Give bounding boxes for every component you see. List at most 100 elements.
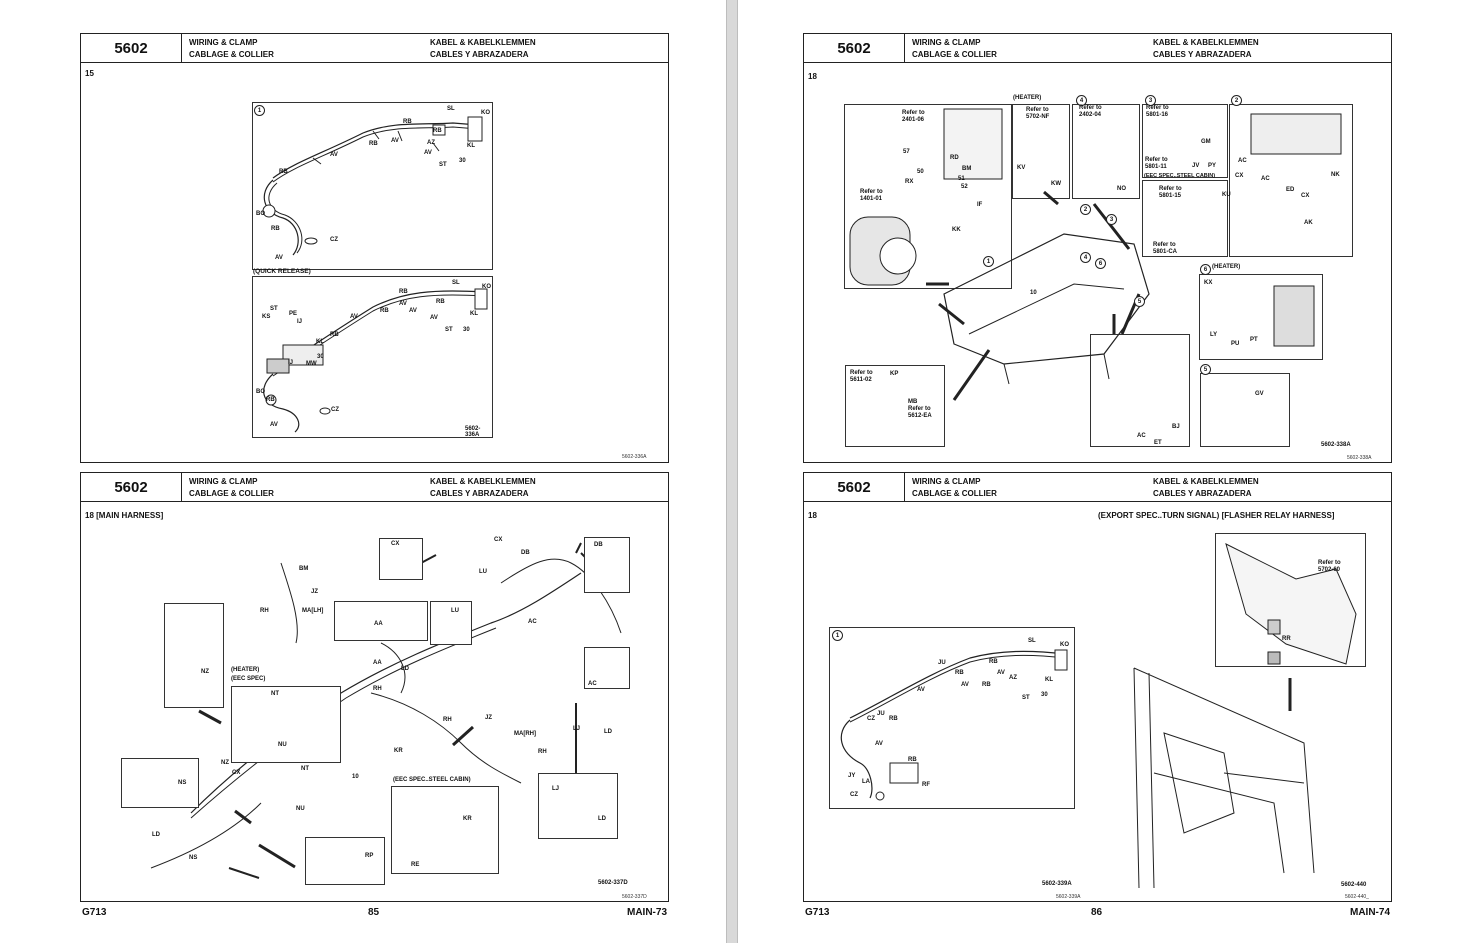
drawing-code: 5602-338A xyxy=(1321,442,1351,448)
detail-aa xyxy=(334,601,428,641)
detail-nz xyxy=(164,603,224,708)
section-number: 5602 xyxy=(804,473,905,501)
label: LJ xyxy=(552,786,560,792)
label: AV xyxy=(875,741,883,747)
label: KL xyxy=(1045,677,1053,683)
section-number: 5602 xyxy=(804,34,905,62)
label: MW xyxy=(306,361,317,367)
label: AV xyxy=(997,670,1005,676)
drawing-code-small: 5602-336A xyxy=(622,454,647,460)
label: KO xyxy=(482,284,491,290)
label: KK xyxy=(952,227,961,233)
label: NT xyxy=(301,766,309,772)
figure-number: 18 xyxy=(808,72,817,81)
label: RB xyxy=(982,682,991,688)
label: KX xyxy=(1204,280,1213,286)
ref-5611-02: Refer to 5611-02 xyxy=(850,370,873,383)
ref-5612-ea: Refer to 5612-EA xyxy=(908,406,932,419)
label: NS xyxy=(178,780,187,786)
label: NU xyxy=(278,742,287,748)
chassis-drawing xyxy=(849,108,1342,401)
label: KW xyxy=(1051,181,1061,187)
callout-4-box: 4 xyxy=(1076,95,1087,106)
label: KS xyxy=(262,314,271,320)
flasher-harness-box: 1 SL KO JU RB AV RB AV RB AZ KL ST 30 AV… xyxy=(829,627,1075,809)
label: JY xyxy=(848,773,856,779)
label: PY xyxy=(1208,163,1217,169)
label: 50 xyxy=(917,169,924,175)
callout-5: 5 xyxy=(1134,296,1145,307)
callout-1: 1 xyxy=(983,256,994,267)
label: NS xyxy=(189,855,198,861)
label: NZ xyxy=(201,669,209,675)
flasher-relay-box: Refer to 5702-60 RR xyxy=(1215,533,1366,667)
label: AV xyxy=(275,255,283,261)
label: ED xyxy=(1286,187,1295,193)
label: PU xyxy=(1231,341,1240,347)
label: BM xyxy=(962,166,972,172)
heater-eec-caption: (HEATER) (EEC SPEC) xyxy=(231,667,266,682)
label: KR xyxy=(394,748,403,754)
label: LA xyxy=(862,779,870,785)
label: AZ xyxy=(427,140,435,146)
label: CX xyxy=(1235,173,1244,179)
label: AC xyxy=(1238,158,1247,164)
drawing-code-2-small: 5602-440_ xyxy=(1345,894,1369,900)
label: KV xyxy=(1017,165,1026,171)
figure-title: (EXPORT SPEC..TURN SIGNAL) [FLASHER RELA… xyxy=(1098,511,1335,520)
label: AZ xyxy=(1009,675,1017,681)
footer-right-page: 86 xyxy=(1091,907,1103,918)
ref-5801-16: Refer to 5801-16 xyxy=(1146,105,1169,118)
label: BO xyxy=(256,211,265,217)
harness-drawing-quick-release xyxy=(263,288,488,433)
detail-heater-relay xyxy=(1012,104,1070,199)
detail-ac xyxy=(584,647,630,689)
label: RB xyxy=(266,397,275,403)
quick-release-diagram-box: SL KO RB AV RB AV RB AV KL ST 30 ST KS P… xyxy=(252,276,493,438)
ref-2401-06: Refer to 2401-06 xyxy=(902,110,925,123)
label: ET xyxy=(1154,440,1162,446)
label: NO xyxy=(1117,186,1126,192)
label: 30 xyxy=(1041,692,1048,698)
drawing-code-2: 5602-440 xyxy=(1341,882,1367,888)
eec-cabin-caption: (EEC SPEC..STEEL CABIN) xyxy=(393,777,471,783)
label: PT xyxy=(1250,337,1258,343)
label: RH xyxy=(538,749,547,755)
label: RP xyxy=(365,853,374,859)
label: SL xyxy=(1028,638,1036,644)
label: 10 xyxy=(352,774,359,780)
label: AK xyxy=(1304,220,1313,226)
section-number: 5602 xyxy=(81,34,182,62)
label: DB xyxy=(594,542,603,548)
callout-6: 6 xyxy=(1095,258,1106,269)
frame-drawing xyxy=(1133,667,1315,889)
label: AC xyxy=(528,619,537,625)
detail-5-gv xyxy=(1200,373,1290,447)
label: CZ xyxy=(331,407,339,413)
label: LU xyxy=(479,569,487,575)
label: ST xyxy=(1022,695,1030,701)
label: MA[RH] xyxy=(514,731,536,737)
footer-right-model: G713 xyxy=(805,907,830,918)
label: PE xyxy=(289,311,298,317)
label: LD xyxy=(401,666,409,672)
label: AV xyxy=(917,687,925,693)
wiring-diagram-box: 1 SL KO RB RB AV RB AZ KL ST 30 AV RB AV… xyxy=(252,102,493,270)
label: RB xyxy=(436,299,445,305)
label: 30 xyxy=(459,158,466,164)
label: LJ xyxy=(573,726,581,732)
label: SL xyxy=(452,280,460,286)
ref-2402-04: Refer to 2402-04 xyxy=(1079,105,1102,118)
label: AV xyxy=(399,301,407,307)
label: AV xyxy=(350,314,358,320)
callout-1: 1 xyxy=(832,630,843,641)
label: RB xyxy=(433,128,442,134)
label: CZ xyxy=(850,792,858,798)
page-gutter xyxy=(726,0,738,943)
